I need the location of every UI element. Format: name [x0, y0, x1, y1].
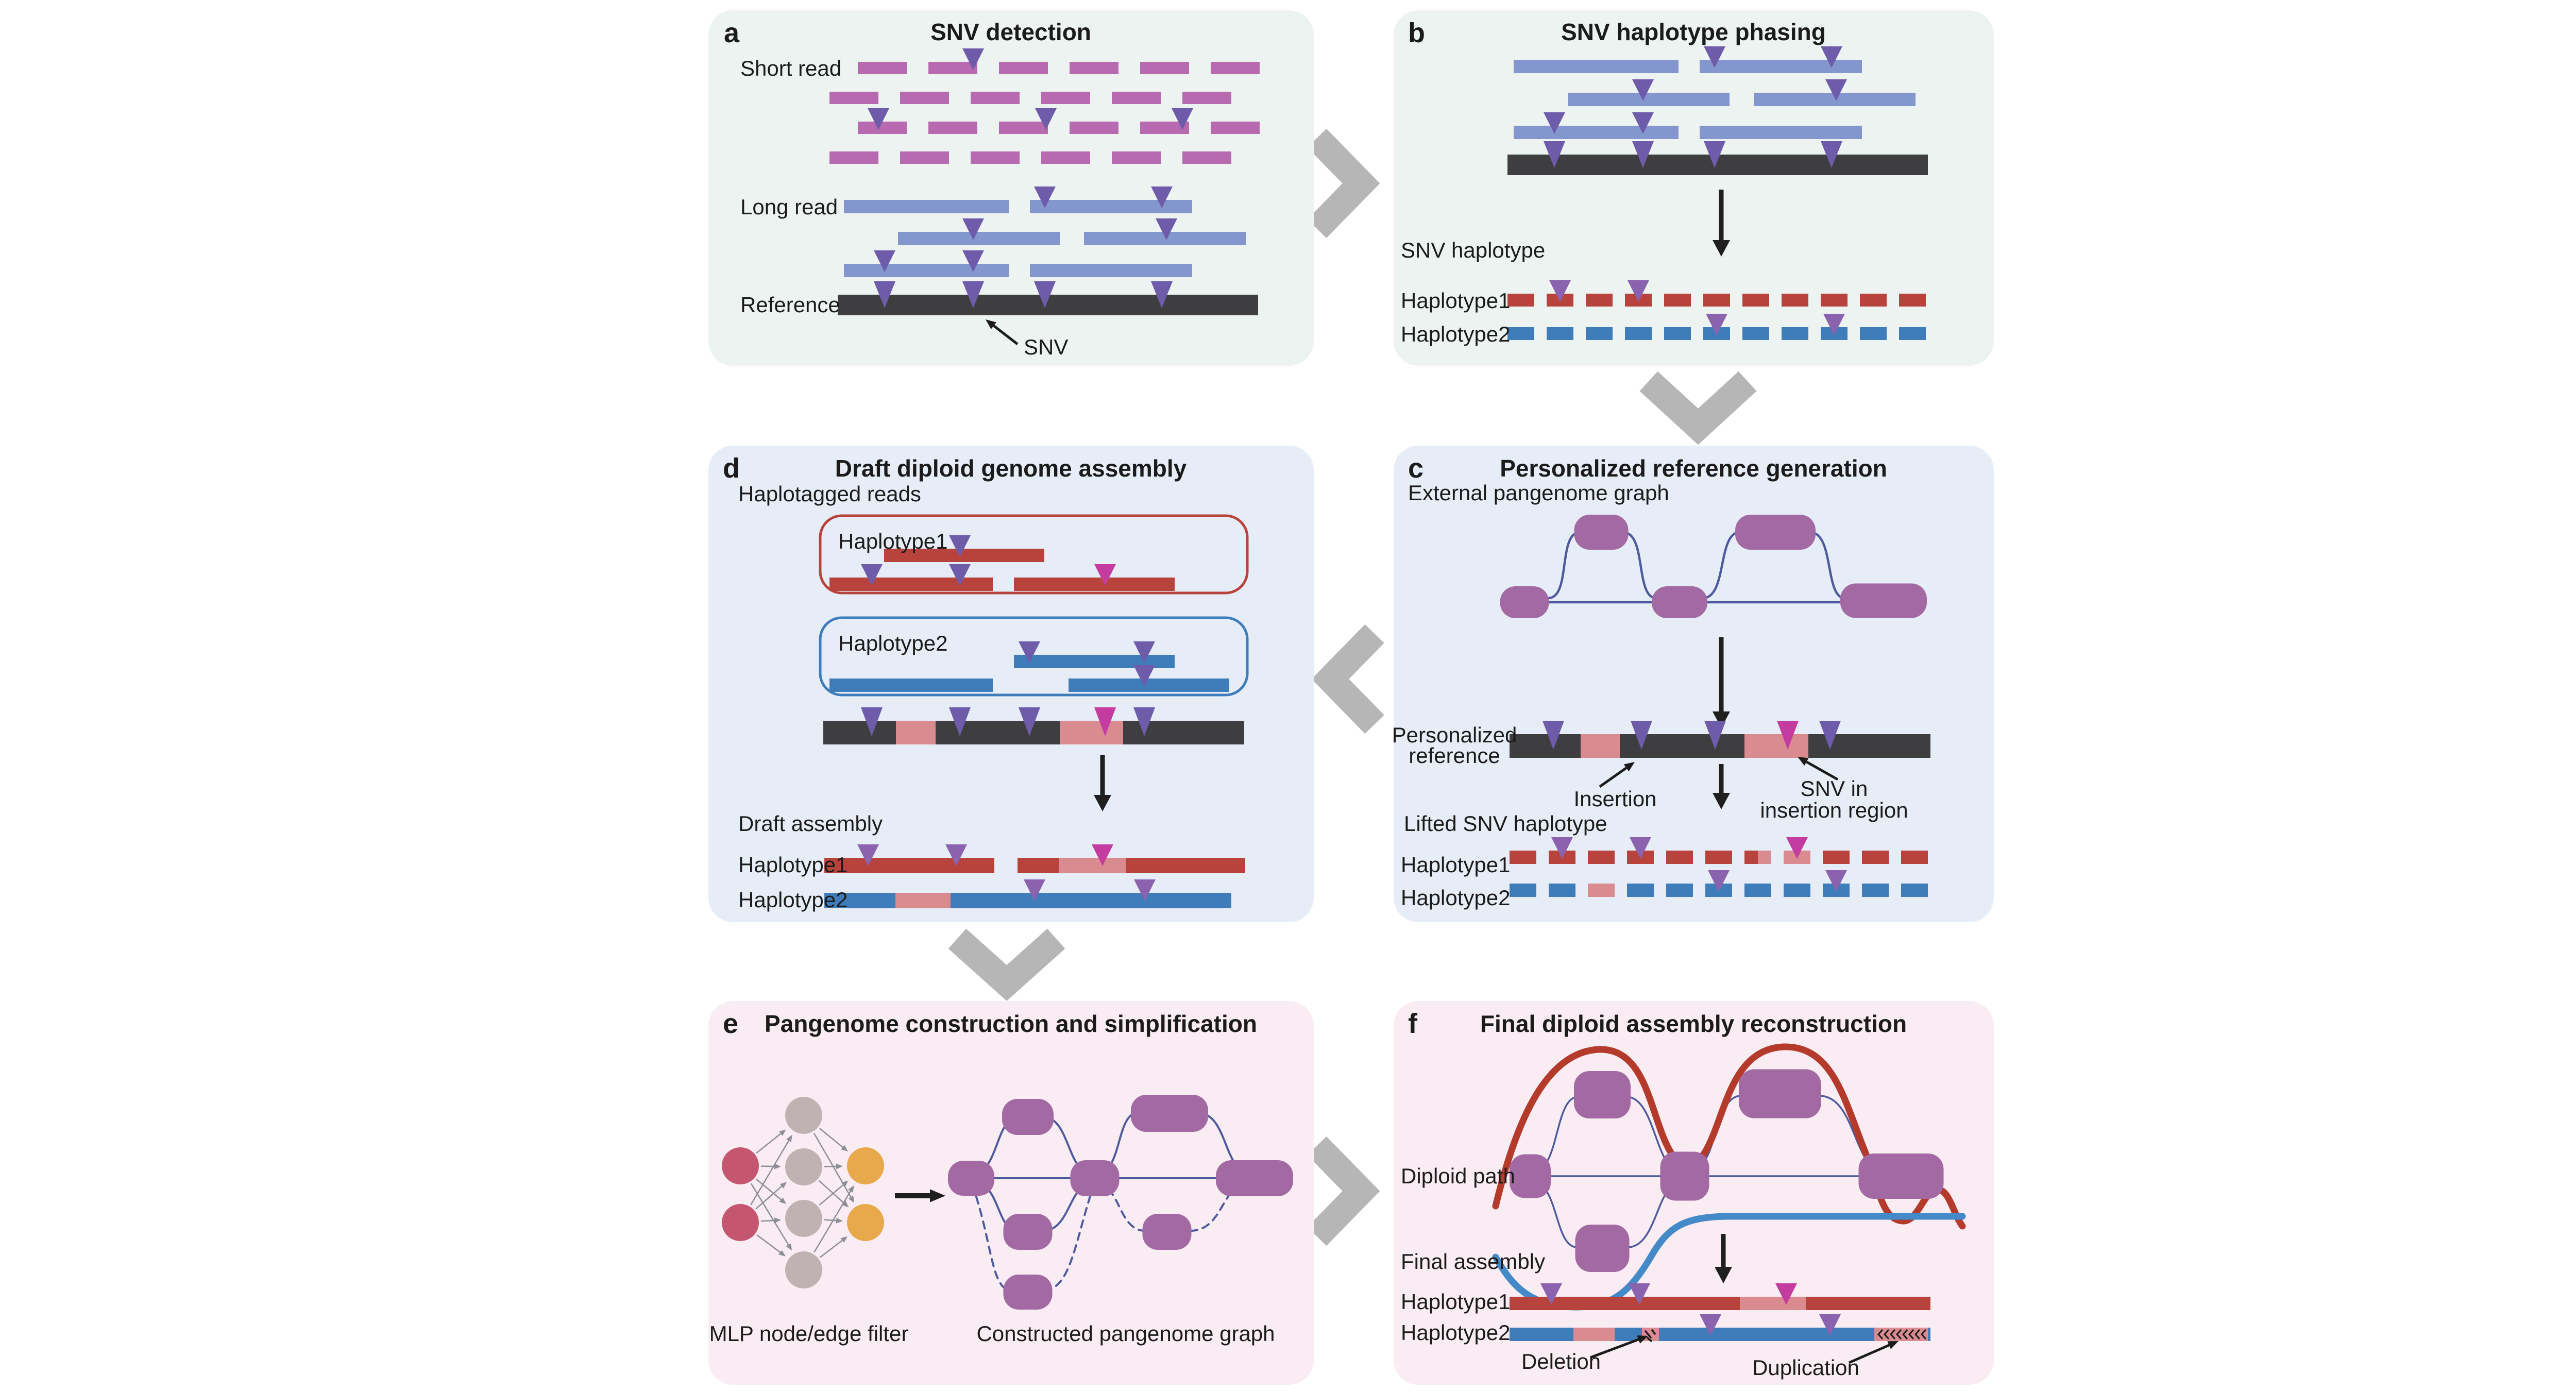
panel-b-graphics: [1507, 46, 1928, 340]
panel-b-snv-haplotype-phasing: b SNV haplotype phasing SNV haplotype Ha…: [1394, 10, 1994, 366]
panel-a-graphics: [829, 48, 1260, 345]
flow-arrow-c-to-d-icon: [1311, 624, 1384, 734]
panel-b-canvas: b SNV haplotype phasing SNV haplotype Ha…: [1401, 18, 1928, 346]
panel-e-title: Pangenome construction and simplificatio…: [765, 1010, 1257, 1037]
panel-b-title: SNV haplotype phasing: [1561, 19, 1826, 45]
panel-e-pangenome-construction-simplification: e Pangenome construction and simplificat…: [708, 1001, 1314, 1385]
panel-c-letter: c: [1408, 453, 1423, 484]
label-short-read: Short read: [740, 56, 841, 80]
label-haplotype1-box: Haplotype1: [838, 529, 947, 553]
label-haplotype2: Haplotype2: [1401, 322, 1510, 346]
label-snv-in-insertion-line1: SNV in: [1801, 776, 1868, 801]
label-haplotype1: Haplotype1: [1401, 853, 1510, 877]
panel-f-final-diploid-assembly-reconstruction: f Final diploid assembly reconstruction …: [1394, 1001, 1994, 1385]
panel-d-canvas: d Draft diploid genome assembly Haplotag…: [723, 453, 1249, 912]
label-haplotype2: Haplotype2: [1401, 1320, 1510, 1345]
panel-c-title: Personalized reference generation: [1500, 455, 1887, 482]
label-deletion: Deletion: [1521, 1349, 1601, 1373]
label-lifted-snv-haplotype: Lifted SNV haplotype: [1404, 811, 1607, 836]
panel-c-canvas: c Personalized reference generation Exte…: [1394, 453, 1930, 910]
label-haplotype2: Haplotype2: [1401, 886, 1510, 910]
label-snv-haplotype: SNV haplotype: [1401, 238, 1545, 262]
panel-f-letter: f: [1408, 1008, 1418, 1039]
panel-a-letter: a: [724, 18, 740, 48]
label-snv: SNV: [1024, 335, 1068, 359]
panel-b-letter: b: [1408, 18, 1425, 48]
label-haplotype2-box: Haplotype2: [838, 631, 947, 655]
panel-f-canvas: f Final diploid assembly reconstruction …: [1401, 1008, 1966, 1380]
label-haplotype1: Haplotype1: [1401, 289, 1510, 313]
label-diploid-path: Diploid path: [1401, 1164, 1515, 1188]
panel-e-canvas: e Pangenome construction and simplificat…: [709, 1008, 1293, 1346]
label-insertion: Insertion: [1573, 787, 1656, 811]
panel-f-graphics: [1492, 1043, 1966, 1364]
flow-arrow-a-to-b-icon: [1307, 128, 1380, 239]
panel-e-letter: e: [723, 1008, 738, 1039]
label-reference: Reference: [740, 293, 840, 317]
panel-a-canvas: a SNV detection Short read Long read Ref…: [724, 18, 1260, 359]
flow-arrow-d-to-e-icon: [948, 928, 1065, 1001]
label-haplotype2: Haplotype2: [738, 888, 848, 912]
panel-d-draft-diploid-genome-assembly: d Draft diploid genome assembly Haplotag…: [708, 446, 1314, 922]
panel-a-title: SNV detection: [930, 19, 1091, 45]
panel-e-graphics: [722, 1095, 1293, 1310]
panel-a-snv-detection: a SNV detection Short read Long read Ref…: [708, 10, 1314, 366]
label-personalized-reference-line1: Personalized: [1394, 723, 1517, 747]
label-external-pangenome-graph: External pangenome graph: [1408, 481, 1669, 505]
panel-d-title: Draft diploid genome assembly: [835, 455, 1187, 482]
panel-c-personalized-reference-generation: c Personalized reference generation Exte…: [1394, 446, 1994, 922]
label-final-assembly: Final assembly: [1401, 1249, 1545, 1274]
label-duplication: Duplication: [1752, 1355, 1859, 1380]
label-snv-in-insertion-line2: insertion region: [1760, 798, 1908, 822]
panel-c-graphics: [1500, 515, 1930, 897]
label-haplotagged-reads: Haplotagged reads: [738, 482, 921, 506]
flow-arrow-e-to-f-icon: [1307, 1136, 1380, 1246]
label-haplotype1: Haplotype1: [1401, 1290, 1510, 1314]
label-long-read: Long read: [740, 195, 838, 219]
flow-arrow-b-to-c-icon: [1639, 371, 1757, 445]
panel-f-title: Final diploid assembly reconstruction: [1480, 1010, 1907, 1037]
panel-d-graphics: [819, 514, 1249, 908]
label-constructed-pangenome-graph: Constructed pangenome graph: [976, 1321, 1275, 1346]
label-mlp-node-edge-filter: MLP node/edge filter: [709, 1321, 909, 1346]
label-draft-assembly: Draft assembly: [738, 811, 883, 836]
panel-d-letter: d: [723, 453, 740, 484]
label-haplotype1: Haplotype1: [738, 853, 848, 877]
label-personalized-reference-line2: reference: [1409, 743, 1500, 768]
